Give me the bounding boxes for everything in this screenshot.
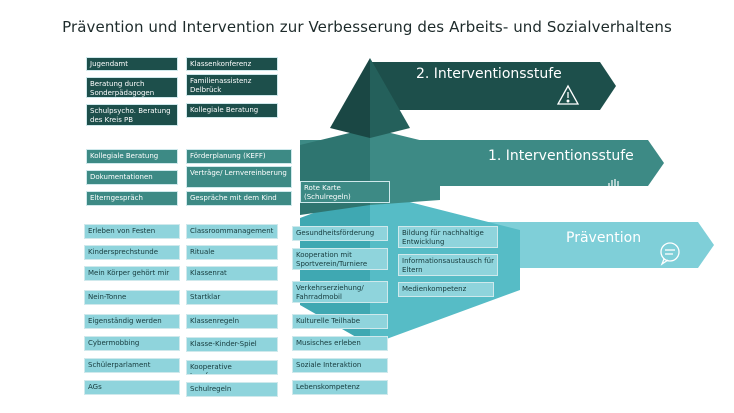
praevention-item: Klassenregeln bbox=[186, 314, 278, 329]
stage2-item: Beratung durch Sonderpädagogen bbox=[86, 77, 178, 98]
stage2-banner bbox=[370, 62, 616, 110]
stage2-item: Familienassistenz Delbrück bbox=[186, 74, 278, 96]
praevention-item: Verkehrserziehung/ Fahrradmobil bbox=[292, 281, 388, 303]
stage1-item: Elterngespräch bbox=[86, 191, 178, 206]
praevention-item: Nein-Tonne bbox=[84, 290, 180, 305]
stage1-item: Kollegiale Beratung bbox=[86, 149, 178, 164]
stage2-item: Jugendamt bbox=[86, 57, 178, 71]
praevention-item: Musisches erleben bbox=[292, 336, 388, 351]
stage1-item: Förderplanung (KEFF) bbox=[186, 149, 292, 164]
stage2-label: 2. Interventionsstufe bbox=[416, 66, 562, 82]
praevention-item: Gesundheitsförderung bbox=[292, 226, 388, 241]
page-title: Prävention und Intervention zur Verbesse… bbox=[62, 18, 672, 36]
stage2-item: Klassenkonferenz bbox=[186, 57, 278, 71]
praevention-item: Kooperative Lernformen bbox=[186, 360, 278, 375]
praevention-item: Lebenskompetenz bbox=[292, 380, 388, 395]
stage2-item: Kollegiale Beratung bbox=[186, 103, 278, 118]
praevention-item: Medienkompetenz bbox=[398, 282, 494, 297]
praevention-item: Erleben von Festen bbox=[84, 224, 180, 239]
praevention-item: Classroommanagement bbox=[186, 224, 278, 239]
warning-icon bbox=[556, 84, 580, 105]
praevention-item: Bildung für nachhaltige Entwicklung bbox=[398, 226, 498, 248]
praevention-item: Eigenständig werden bbox=[84, 314, 180, 329]
praevention-item: Klassenrat bbox=[186, 266, 278, 281]
hand-icon bbox=[608, 179, 623, 198]
praevention-item: Kooperation mit Sportverein/Turniere bbox=[292, 248, 388, 270]
pyramid-tier-stage2-right bbox=[370, 58, 410, 138]
stage1-item: Dokumentationen bbox=[86, 170, 178, 185]
praevention-item: Klasse-Kinder-Spiel bbox=[186, 337, 278, 352]
stage1-item: Rote Karte (Schulregeln) bbox=[300, 181, 390, 203]
praevention-item: Startklar bbox=[186, 290, 278, 305]
stage2-item: Schulpsycho. Beratung des Kreis PB bbox=[86, 104, 178, 126]
praevention-item: Kulturelle Teilhabe bbox=[292, 314, 388, 329]
praevention-item: Mein Körper gehört mir bbox=[84, 266, 180, 281]
stage1-item: Gespräche mit dem Kind bbox=[186, 191, 292, 206]
praevention-item: Kindersprechstunde bbox=[84, 245, 180, 260]
pyramid-tier-stage2-left bbox=[330, 58, 370, 138]
praevention-item: Schülerparlament bbox=[84, 358, 180, 373]
praevention-item: Rituale bbox=[186, 245, 278, 260]
speech-bubble-icon bbox=[660, 242, 680, 266]
praevention-label: Prävention bbox=[566, 230, 642, 246]
stage1-item: Verträge/ Lernvereinberung bbox=[186, 166, 292, 188]
praevention-item: Schulregeln bbox=[186, 382, 278, 397]
praevention-item: AGs bbox=[84, 380, 180, 395]
stage1-label: 1. Interventionsstufe bbox=[488, 148, 634, 164]
praevention-item: Cybermobbing bbox=[84, 336, 180, 351]
praevention-item: Soziale Interaktion bbox=[292, 358, 388, 373]
praevention-item: Informationsaustausch für Eltern bbox=[398, 254, 498, 276]
